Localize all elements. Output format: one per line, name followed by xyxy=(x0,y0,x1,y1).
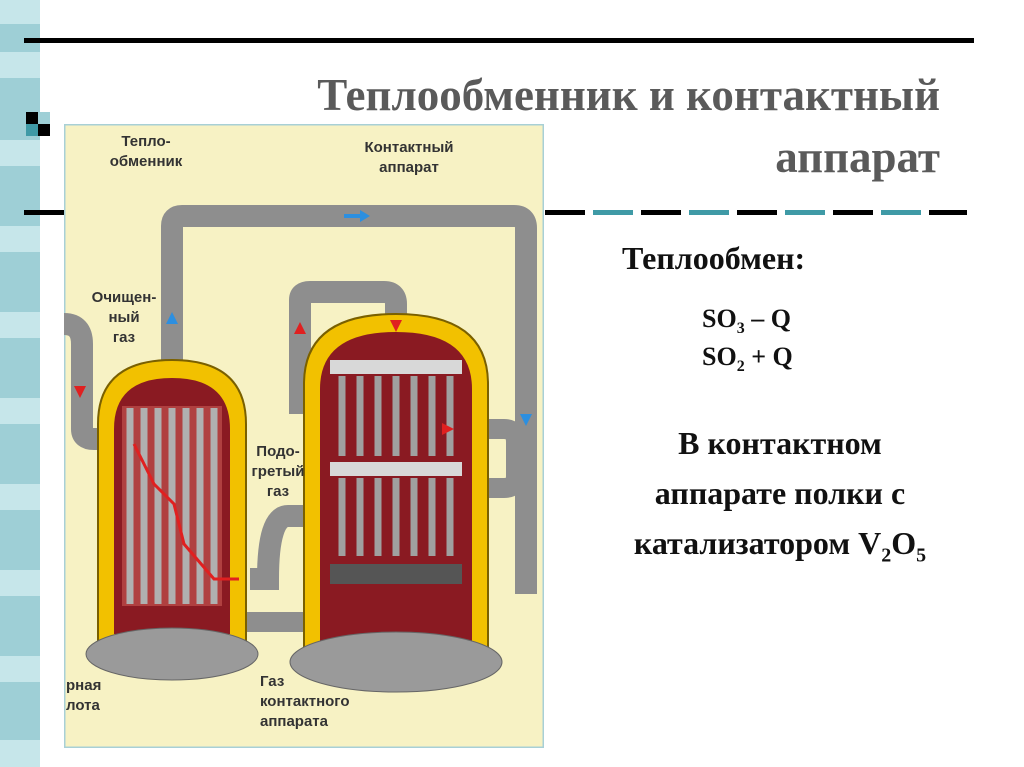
flow-arrow-blue-down xyxy=(520,414,532,426)
label-gas-out-3: аппарата xyxy=(260,713,329,730)
left-rule-segment xyxy=(24,210,64,215)
note-text: катализатором V xyxy=(633,525,882,561)
flow-arrow-blue-head xyxy=(360,210,370,222)
tubes xyxy=(126,408,218,604)
label-contact-1: Контактный xyxy=(364,139,453,156)
inlet-pipe xyxy=(64,313,114,450)
heat-exchange-heading: Теплообмен: xyxy=(622,240,806,276)
label-acid-1: рная xyxy=(66,677,101,694)
strip-cell xyxy=(0,226,40,252)
strip-cell xyxy=(0,398,40,424)
decorative-square xyxy=(26,112,38,124)
strip-cell xyxy=(0,484,40,510)
strip-cell xyxy=(0,140,40,166)
strip-cell xyxy=(0,52,40,78)
title-line-2: аппарат xyxy=(775,132,940,182)
label-heat-exchanger-1: Тепло- xyxy=(121,133,170,150)
formula-rest: – Q xyxy=(744,304,791,333)
label-heated-2: гретый xyxy=(252,463,305,480)
catalyst-shelf-3 xyxy=(330,564,462,584)
flow-arrow-red-down xyxy=(74,386,86,398)
label-contact-2: аппарат xyxy=(379,159,439,176)
catalyst-shelf-1 xyxy=(330,360,462,374)
slide-title: Теплообменник и контактный аппарат xyxy=(100,64,940,188)
formula-base: SO xyxy=(702,304,737,333)
title-line-1: Теплообменник и контактный xyxy=(317,70,940,120)
label-heat-exchanger-2: обменник xyxy=(110,153,183,170)
label-heated-3: газ xyxy=(267,483,289,500)
strip-cell xyxy=(0,740,40,767)
strip-cell xyxy=(0,570,40,596)
formula-base: SO xyxy=(702,342,737,371)
formula-so2: SO2 + Q xyxy=(702,342,793,376)
flow-arrow-red-left xyxy=(442,423,454,435)
right-loop-pipe xyxy=(474,419,526,498)
catalyst-note: В контактном аппарате полки с катализато… xyxy=(560,418,1000,580)
top-rule xyxy=(24,38,974,43)
dashed-rule xyxy=(545,210,967,215)
note-line-1: В контактном xyxy=(678,425,882,461)
flow-arrow-red-up xyxy=(294,322,306,334)
label-heated-1: Подо- xyxy=(256,443,299,460)
note-subscript: 2 xyxy=(881,544,892,567)
gas-flow-arrow xyxy=(132,443,239,581)
heat-exchanger-contact-apparatus-diagram: Тепло- обменник Контактный аппарат Очище… xyxy=(64,124,544,748)
catalyst-shelf-2 xyxy=(330,462,462,476)
label-cleaned-3: газ xyxy=(113,329,135,346)
label-gas-out-1: Газ xyxy=(260,673,284,690)
decorative-square xyxy=(38,124,50,136)
flow-arrow-red-in xyxy=(390,320,402,332)
formula-subscript: 3 xyxy=(736,320,745,338)
strip-cell xyxy=(0,0,40,24)
heat-exchanger-base xyxy=(85,627,259,681)
loop-pipe xyxy=(289,281,407,414)
label-cleaned-2: ный xyxy=(108,309,139,326)
heated-gas-pipe xyxy=(250,505,314,590)
formula-subscript: 2 xyxy=(736,358,745,376)
contact-apparatus-base xyxy=(289,631,503,693)
label-gas-out-2: контактного xyxy=(260,693,350,710)
flow-arrow-blue-up xyxy=(166,312,178,324)
label-cleaned-1: Очищен- xyxy=(92,289,157,306)
label-acid-2: лота xyxy=(66,697,100,714)
decorative-square xyxy=(38,112,50,124)
bottom-pipe xyxy=(242,612,314,632)
formula-so3: SO3 – Q xyxy=(702,304,791,338)
apparatus-tubes xyxy=(338,376,454,556)
strip-cell xyxy=(0,656,40,682)
note-line-3: катализатором V2O5 xyxy=(560,518,1000,580)
strip-cell xyxy=(0,312,40,338)
decorative-square xyxy=(26,124,38,136)
formula-rest: + Q xyxy=(744,342,793,371)
note-line-2: аппарате полки с xyxy=(654,475,906,511)
note-subscript: 5 xyxy=(916,544,927,567)
note-text: O xyxy=(891,525,917,561)
